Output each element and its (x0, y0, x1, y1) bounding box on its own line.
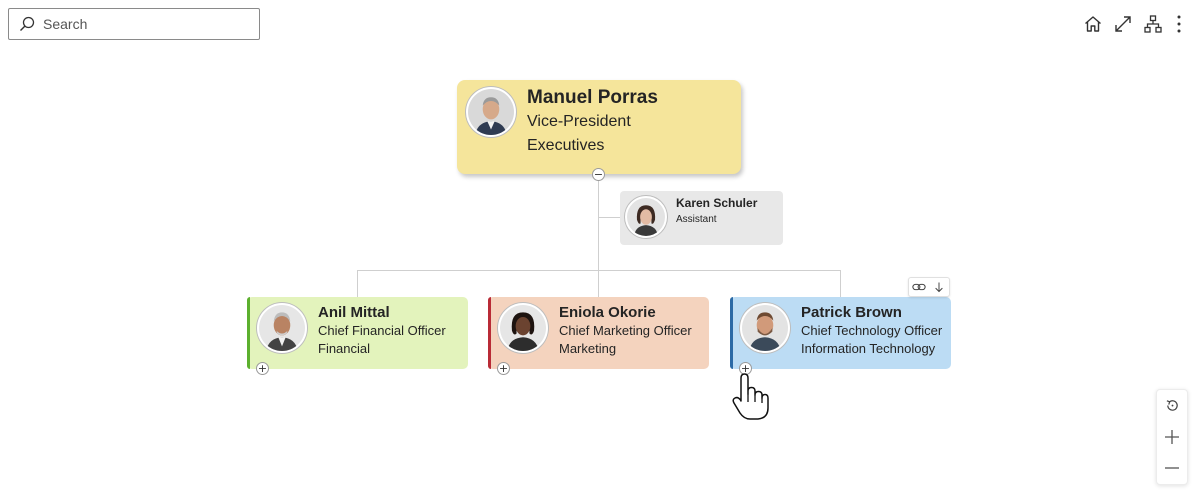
copy-link-button[interactable] (911, 279, 927, 295)
person-name: Karen Schuler (676, 196, 758, 210)
reset-view-icon (1166, 400, 1178, 411)
drill-down-button[interactable] (931, 279, 947, 295)
person-department: Executives (527, 137, 605, 154)
card-accent (488, 297, 491, 369)
connector-child-2 (598, 270, 599, 297)
top-toolbar (1082, 12, 1186, 36)
card-accent (730, 297, 733, 369)
more-options-button[interactable] (1172, 12, 1186, 36)
card-manuel-porras[interactable]: Manuel Porras Vice-President Executives (457, 80, 741, 174)
avatar (625, 196, 667, 238)
person-title: Vice-President (527, 113, 631, 130)
zoom-out-icon (1165, 467, 1179, 469)
person-department: Marketing (559, 341, 617, 356)
person-name: Patrick Brown (801, 304, 902, 321)
connector-child-1 (357, 270, 358, 297)
person-department: Information Technology (801, 341, 936, 356)
hand-cursor-icon (732, 373, 769, 420)
avatar (257, 303, 307, 353)
card-karen-schuler[interactable]: Karen Schuler Assistant (620, 191, 783, 245)
person-title: Chief Technology Officer (801, 323, 943, 338)
avatar (466, 87, 516, 137)
link-icon (912, 283, 926, 291)
card-accent (247, 297, 250, 369)
layout-button[interactable] (1142, 12, 1164, 36)
card-eniola-okorie[interactable]: Eniola Okorie Chief Marketing Officer Ma… (488, 297, 709, 369)
reset-view-button[interactable] (1158, 392, 1186, 420)
zoom-in-button[interactable] (1158, 423, 1186, 451)
person-department: Financial (318, 341, 371, 356)
avatar (740, 303, 790, 353)
zoom-controls (1156, 389, 1188, 485)
home-icon (1085, 16, 1101, 32)
person-title: Assistant (676, 214, 717, 225)
collapse-toggle[interactable]: − (592, 168, 605, 181)
connector-root-vertical (598, 174, 599, 271)
home-button[interactable] (1082, 12, 1104, 36)
search-input[interactable] (43, 16, 243, 32)
card-patrick-brown[interactable]: Patrick Brown Chief Technology Officer I… (730, 297, 951, 369)
expand-toggle[interactable]: + (497, 362, 510, 375)
connector-assistant (598, 217, 620, 218)
search-icon (20, 16, 35, 31)
person-name: Eniola Okorie (559, 304, 656, 321)
person-title: Chief Financial Officer (318, 323, 446, 338)
search-box[interactable] (8, 8, 260, 40)
person-name: Anil Mittal (318, 304, 390, 321)
arrow-down-icon (935, 282, 943, 293)
zoom-in-icon (1165, 429, 1179, 444)
card-anil-mittal[interactable]: Anil Mittal Chief Financial Officer Fina… (247, 297, 468, 369)
expand-icon (1115, 16, 1131, 32)
expand-toggle[interactable]: + (256, 362, 269, 375)
person-name: Manuel Porras (527, 87, 658, 108)
avatar (498, 303, 548, 353)
card-action-toolbar (908, 277, 950, 297)
connector-child-3 (840, 270, 841, 297)
more-icon (1177, 15, 1181, 33)
connector-horizontal (357, 270, 841, 271)
fullscreen-button[interactable] (1112, 12, 1134, 36)
person-title: Chief Marketing Officer (559, 323, 692, 338)
org-layout-icon (1144, 15, 1162, 33)
zoom-out-button[interactable] (1158, 454, 1186, 482)
